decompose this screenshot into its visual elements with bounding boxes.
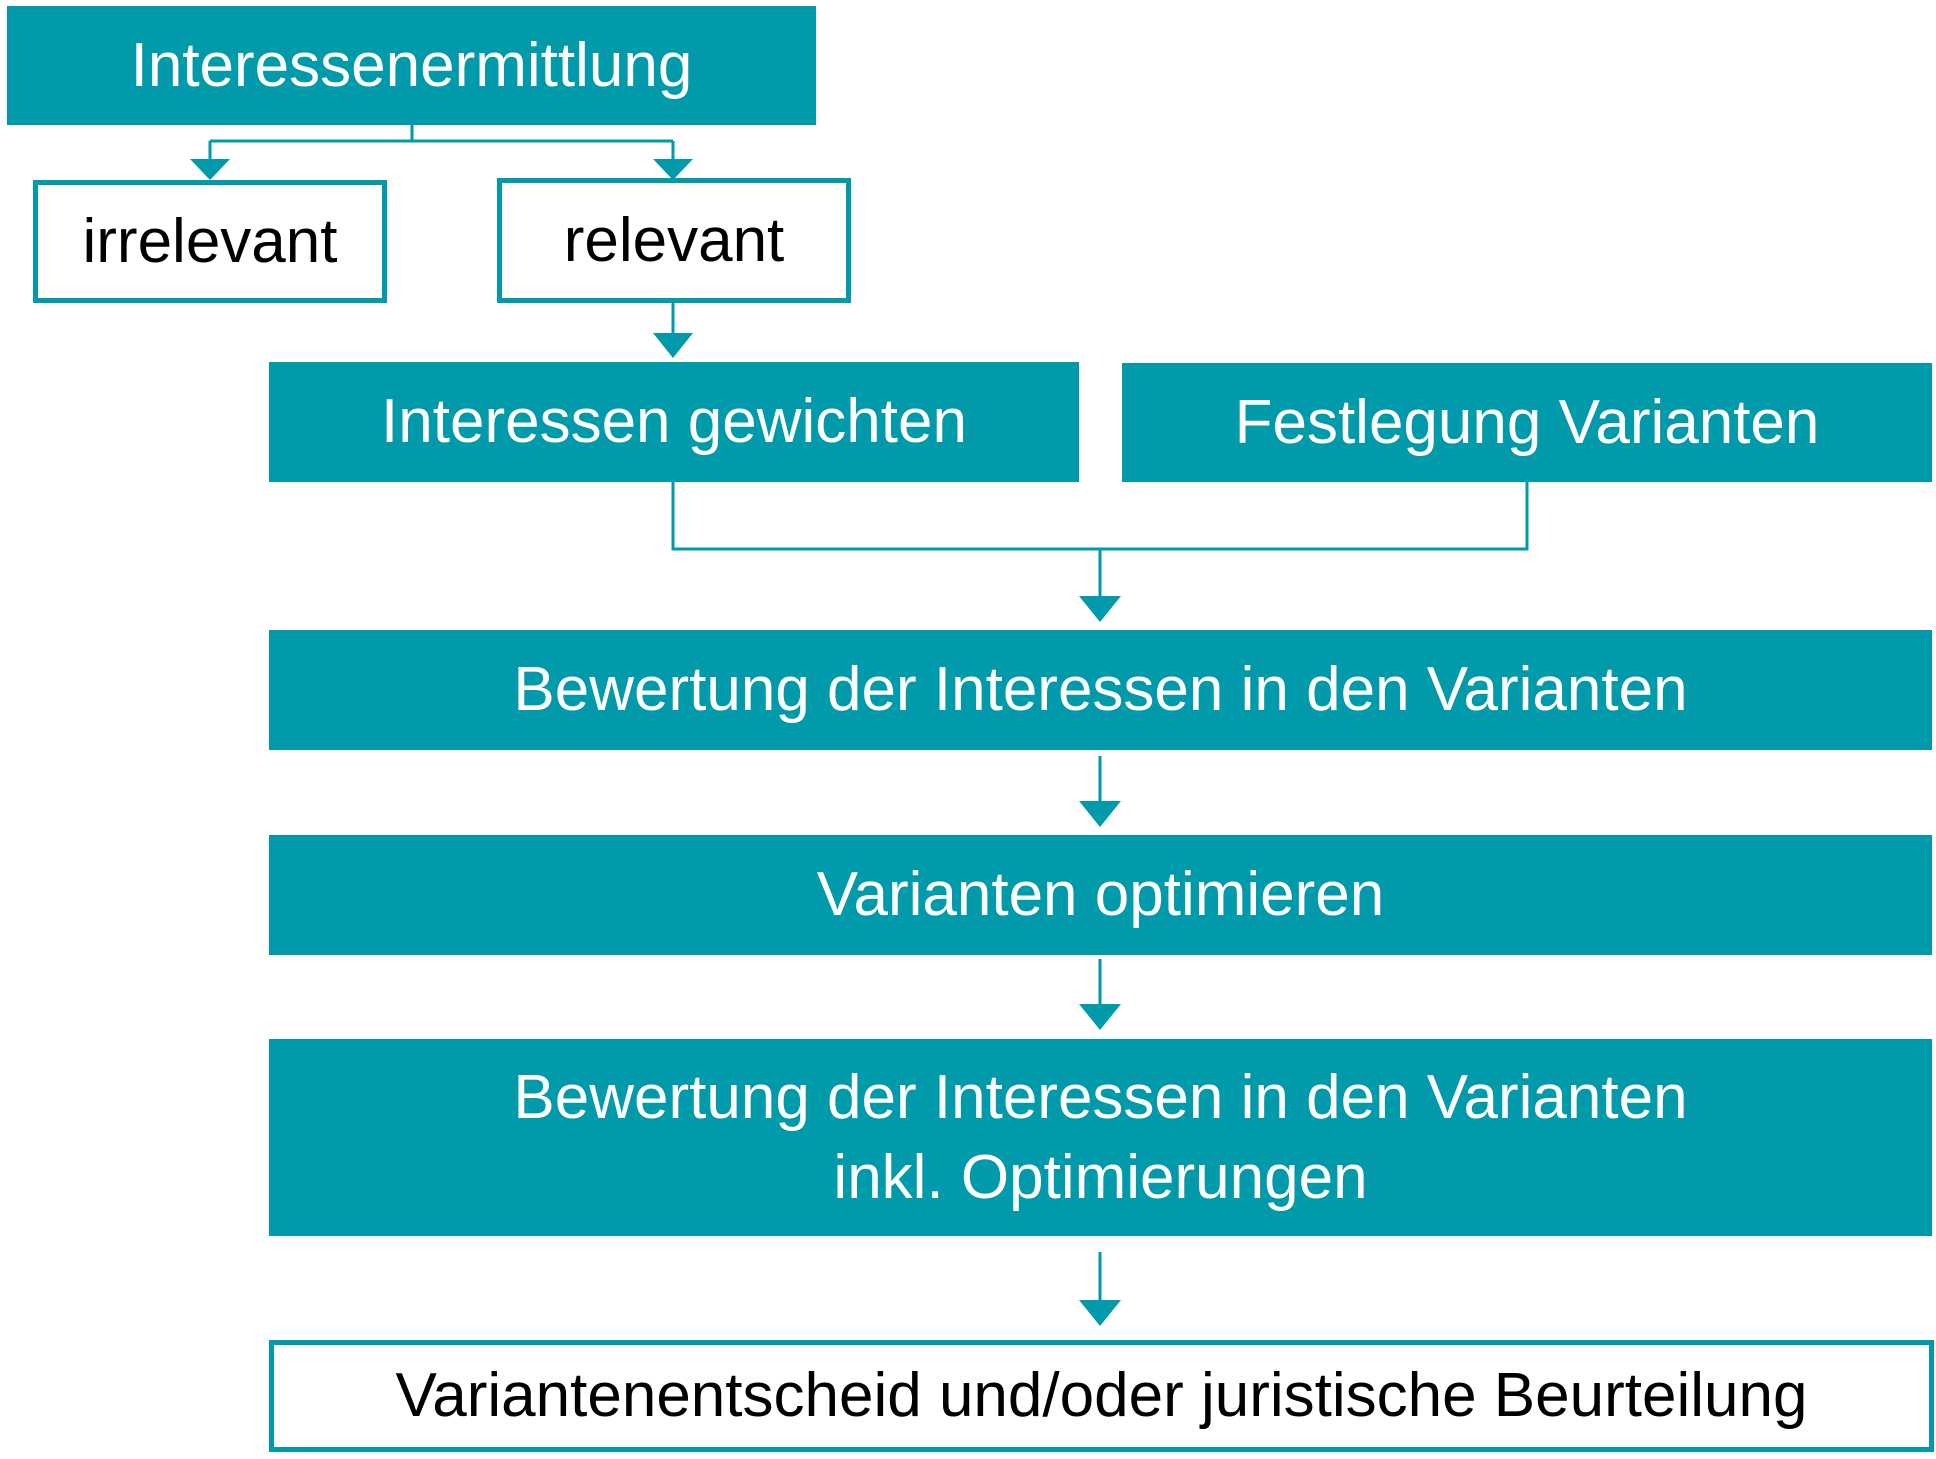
node-label: irrelevant [82, 206, 338, 276]
node-label: Variantenentscheid und/oder juristische … [395, 1361, 1808, 1431]
node-interessenermittlung: Interessenermittlung [7, 6, 816, 125]
arrowhead-to-bewertung [1079, 596, 1121, 622]
node-irrelevant: irrelevant [33, 180, 387, 303]
node-label-line-1: Bewertung der Interessen in den Variante… [513, 1063, 1688, 1133]
node-label: relevant [563, 205, 785, 275]
arrowhead-to-bewertung2 [1079, 1004, 1121, 1030]
arrowhead-to-irrelevant [190, 159, 230, 180]
node-label: Festlegung Varianten [1234, 387, 1820, 457]
node-label: Interessen gewichten [381, 387, 967, 457]
arrowhead-to-optimieren [1079, 801, 1121, 827]
arrowhead-to-relevant [653, 159, 693, 180]
node-bewertung-der-interessen: Bewertung der Interessen in den Variante… [269, 630, 1932, 750]
node-varianten-optimieren: Varianten optimieren [269, 835, 1932, 955]
node-bewertung-inkl-optimierungen: Bewertung der Interessen in den Variante… [269, 1039, 1932, 1236]
node-label: Interessenermittlung [130, 30, 693, 100]
node-variantenentscheid: Variantenentscheid und/oder juristische … [269, 1340, 1934, 1452]
node-label: Bewertung der Interessen in den Variante… [513, 655, 1688, 725]
arrowhead-to-gewichten [653, 333, 693, 358]
arrowhead-to-entscheid [1079, 1300, 1121, 1326]
node-festlegung-varianten: Festlegung Varianten [1122, 363, 1932, 482]
node-label-line-2: inkl. Optimierungen [833, 1142, 1368, 1212]
node-interessen-gewichten: Interessen gewichten [269, 362, 1079, 482]
node-relevant: relevant [497, 178, 851, 303]
connector-ermittlung-branch [208, 125, 675, 161]
connector-merge [671, 482, 1529, 598]
node-label: Varianten optimieren [816, 860, 1385, 930]
